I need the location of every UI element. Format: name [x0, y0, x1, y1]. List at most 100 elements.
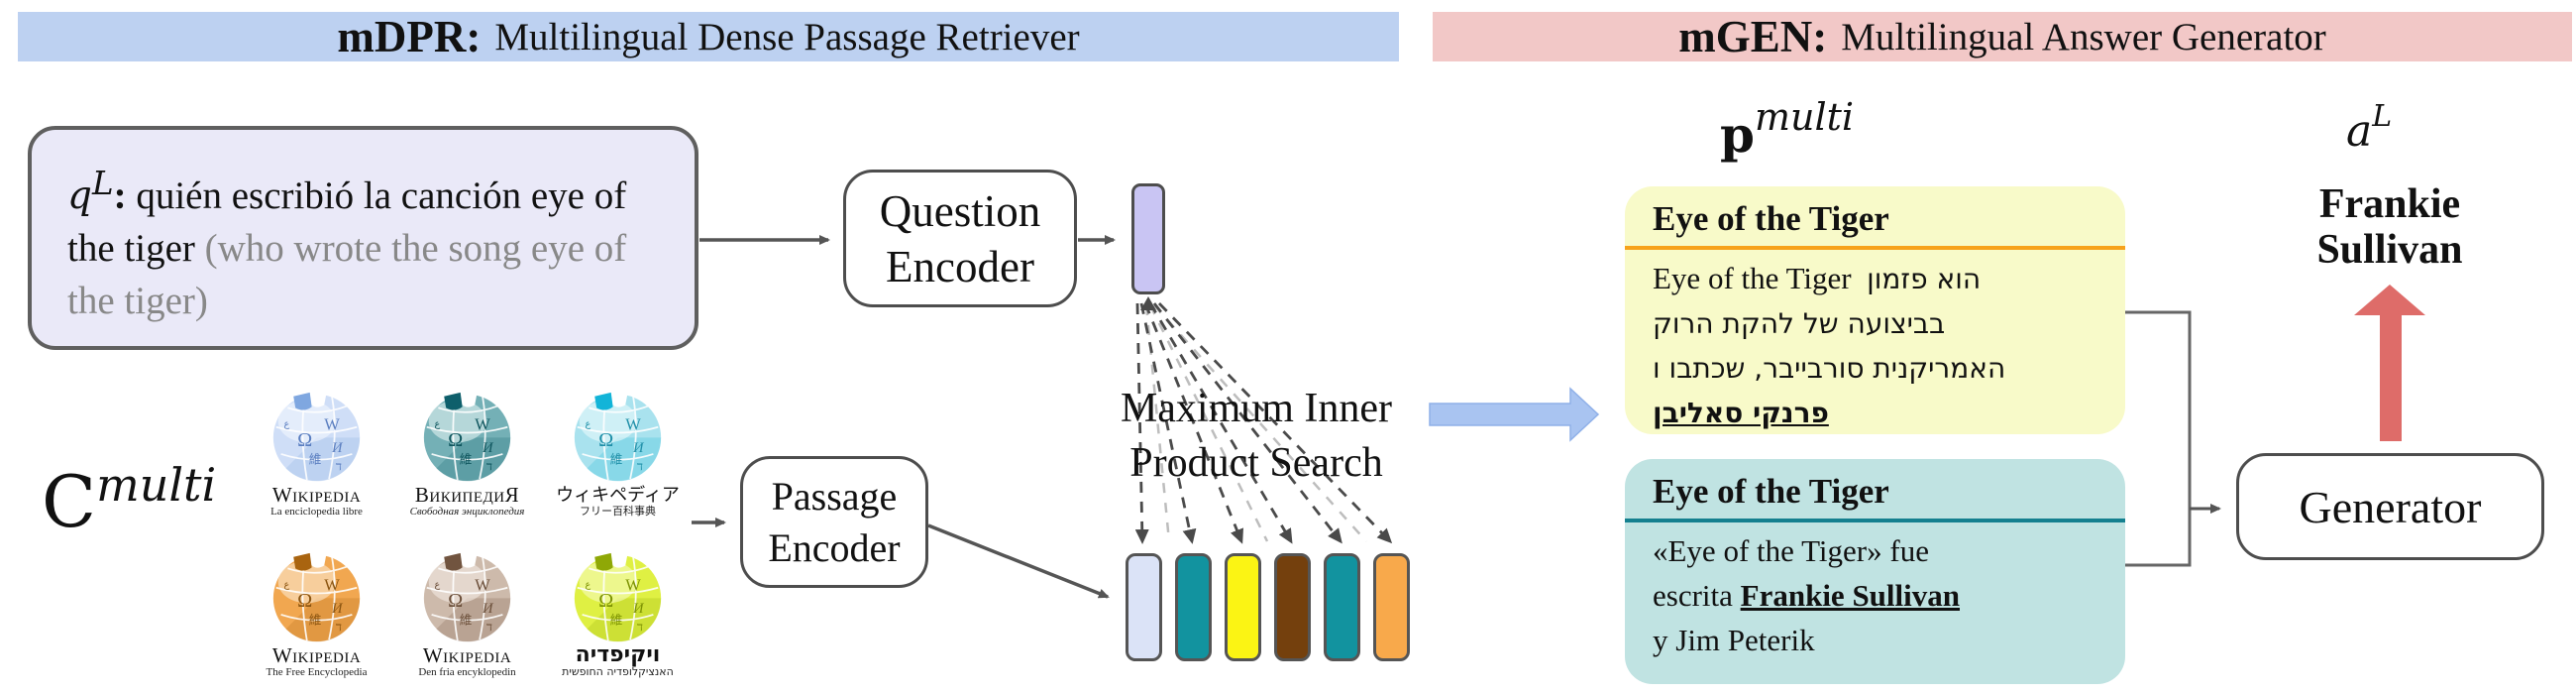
mgen-banner: mGEN: Multilingual Answer Generator	[1433, 12, 2572, 61]
wikipedia-subtitle: Den fria encyklopedin	[418, 666, 516, 678]
wikipedia-globe-icon: Ω W И 維 ד ع	[423, 549, 511, 642]
wikipedia-logo-3: Ω W И 維 ד ع ウィキペディア フリー百科事典	[543, 387, 693, 518]
wikipedia-globe-icon: Ω W И 維 ד ع	[272, 549, 361, 642]
spanish-passage-title: Eye of the Tiger	[1653, 472, 1889, 511]
answer-label: aL	[2346, 99, 2392, 157]
wikipedia-logo-6: Ω W И 維 ד ع ויקיפדיה האנציקלופדיה החופשי…	[543, 547, 693, 678]
wikipedia-subtitle: האנציקלופדיה החופשית	[562, 665, 674, 678]
svg-text:ع: ع	[435, 419, 441, 430]
index-vector-6	[1373, 553, 1410, 661]
svg-text:Ω: Ω	[598, 429, 613, 451]
generator-box: Generator	[2236, 453, 2544, 560]
question-text: quién escribió la canción eye of the tig…	[67, 174, 627, 270]
answer-line1: Frankie	[2318, 181, 2461, 227]
mgen-abbr: mGEN:	[1678, 12, 1828, 61]
question-variable: q	[67, 174, 92, 218]
index-vector-1	[1126, 553, 1162, 661]
generator-to-answer-arrow	[2354, 285, 2425, 441]
svg-text:W: W	[625, 576, 641, 595]
svg-text:Ω: Ω	[448, 590, 463, 612]
svg-text:W: W	[475, 576, 490, 595]
answer-line2: Sullivan	[2316, 227, 2463, 273]
wikipedia-globe-icon: Ω W И 維 ד ع	[423, 389, 511, 482]
wikipedia-logo-2: Ω W И 維 ד ع ВикипедиЯ Свободная энциклоп…	[392, 387, 542, 518]
mdpr-banner: mDPR: Multilingual Dense Passage Retriev…	[18, 12, 1399, 61]
svg-text:И: И	[632, 601, 645, 617]
svg-text:維: 維	[309, 614, 322, 628]
wikipedia-globe-icon: Ω W И 維 ד ع	[574, 389, 662, 482]
hebrew-line4-answer: פרנקי סאליבן	[1653, 397, 1829, 429]
wikipedia-title: Wikipedia	[271, 483, 362, 507]
mdpr-abbr: mDPR:	[337, 12, 482, 61]
mdpr-title: Multilingual Dense Passage Retriever	[494, 15, 1080, 58]
index-vector-5	[1324, 553, 1360, 661]
svg-text:ד: ד	[637, 620, 643, 634]
generator-label: Generator	[2299, 481, 2482, 532]
wikipedia-globe-icon: Ω W И 維 ד ع	[272, 389, 361, 482]
question-encoder-line2: Encoder	[886, 241, 1034, 291]
mips-line2: Product Search	[1129, 440, 1383, 486]
wikipedia-subtitle: La enciclopedia libre	[270, 506, 363, 518]
passages-to-generator-bracket	[2125, 310, 2192, 567]
spanish-passage-card: Eye of the Tiger «Eye of the Tiger» fue …	[1625, 459, 2125, 684]
hebrew-line1-rtl: הוא פזמון	[1867, 263, 1982, 295]
wikipedia-title: ויקיפדיה	[575, 642, 661, 667]
svg-text:ד: ד	[336, 459, 342, 473]
wikipedia-subtitle: Свободная энциклопедия	[409, 506, 525, 518]
hebrew-passage-title: Eye of the Tiger	[1653, 199, 1889, 238]
index-vector-3	[1225, 553, 1261, 661]
index-vector-4	[1274, 553, 1311, 661]
svg-text:維: 維	[309, 453, 322, 467]
index-vector-2	[1175, 553, 1212, 661]
wikipedia-logo-5: Ω W И 維 ד ع Wikipedia Den fria encyklope…	[392, 547, 542, 678]
svg-text:Ω: Ω	[297, 590, 312, 612]
svg-text:維: 維	[610, 614, 623, 628]
svg-text:Ω: Ω	[448, 429, 463, 451]
svg-text:W: W	[475, 415, 490, 434]
fan-up-arrowhead	[1140, 296, 1156, 310]
svg-text:維: 維	[460, 453, 473, 467]
corpus-label-base: C	[42, 460, 97, 543]
passage-encoder-line2: Encoder	[768, 524, 901, 570]
wikipedia-logo-1: Ω W И 維 ד ع Wikipedia La enciclopedia li…	[242, 387, 391, 518]
hebrew-passage-divider	[1625, 246, 2125, 250]
wikipedia-title: ВикипедиЯ	[414, 483, 520, 507]
wikipedia-logo-4: Ω W И 維 ד ع Wikipedia The Free Encyclope…	[242, 547, 391, 678]
answer-label-sup: L	[2372, 99, 2393, 134]
question-encoder-line1: Question	[879, 185, 1041, 236]
svg-text:維: 維	[460, 614, 473, 628]
encoder-to-index-arrow	[927, 523, 1110, 599]
svg-text:ع: ع	[586, 580, 591, 591]
svg-text:ד: ד	[486, 620, 492, 634]
spanish-line2-pre: escrita	[1653, 578, 1741, 613]
spanish-line2-answer: Frankie Sullivan	[1740, 578, 1960, 613]
question-variable-sup: L	[91, 165, 114, 202]
svg-text:W: W	[625, 415, 641, 434]
svg-text:И: И	[331, 601, 344, 617]
passages-label-base: p	[1720, 105, 1755, 164]
hebrew-passage-card: Eye of the Tiger Eye of the Tiger הוא פז…	[1625, 186, 2125, 434]
question-translation: (who wrote the song eye of the tiger)	[67, 227, 627, 322]
svg-text:ع: ع	[284, 580, 290, 591]
svg-text:И: И	[632, 440, 645, 456]
svg-text:Ω: Ω	[297, 429, 312, 451]
hebrew-line3: האמריקנית סורבייבר, שכתבו ו	[1653, 352, 2006, 385]
passage-encoder-line1: Passage	[771, 473, 898, 519]
mips-label: Maximum Inner Product Search	[1058, 382, 1454, 491]
svg-text:И: И	[482, 601, 494, 617]
mgen-title: Multilingual Answer Generator	[1841, 15, 2326, 58]
mips-arrow	[1429, 387, 1600, 442]
svg-text:ד: ד	[637, 459, 643, 473]
svg-text:ع: ع	[284, 419, 290, 430]
svg-text:Ω: Ω	[598, 590, 613, 612]
passages-label-sup: multi	[1754, 95, 1855, 139]
mips-line1: Maximum Inner	[1120, 386, 1393, 431]
svg-text:W: W	[324, 415, 340, 434]
spanish-passage-body: «Eye of the Tiger» fue escrita Frankie S…	[1625, 522, 2125, 662]
spanish-line3: y Jim Peterik	[1653, 623, 1815, 657]
svg-text:И: И	[482, 440, 494, 456]
svg-text:ع: ع	[586, 419, 591, 430]
svg-text:ד: ד	[486, 459, 492, 473]
wikipedia-globe-icon: Ω W И 維 ד ع	[574, 549, 662, 642]
hebrew-line2: בביצועה של להקת הרוק	[1653, 307, 1946, 340]
